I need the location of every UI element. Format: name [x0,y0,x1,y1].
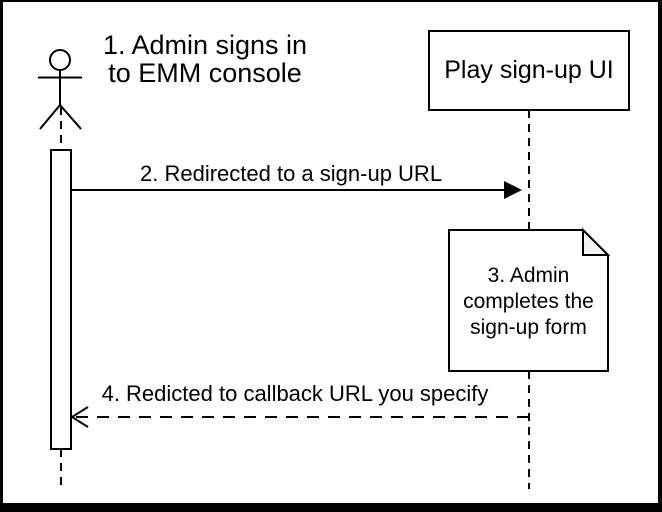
return-arrow-callback [70,406,529,428]
filled-arrowhead-icon [504,181,522,199]
actor-head [49,49,71,71]
actor-admin-icon [38,49,82,130]
actor-right-leg [59,104,82,130]
admin-activation-bar [50,149,72,450]
message-arrow-redirect [72,181,522,199]
note-line3: sign-up form [470,315,587,339]
note-line1: 3. Admin [487,263,570,287]
participant-play-ui-box [428,30,630,111]
note-fold-corner [582,227,611,256]
open-arrowhead-icon [70,406,89,428]
actor-left-leg [39,104,61,130]
participant-play-ui-name: Play sign-up UI [444,56,614,84]
message4-label: 4. Redicted to callback URL you specify [101,381,489,406]
step1-label-line2: to EMM console [108,58,302,88]
participant-play-ui-label: Play sign-up UI [429,31,629,110]
step1-label: 1. Admin signs in to EMM console [85,31,325,87]
note-line2: completes the [463,289,594,313]
note-shape [448,227,611,372]
message2-label: 2. Redirected to a sign-up URL [140,161,443,186]
note-step3-label: 3. Admin completes the sign-up form [449,232,608,371]
step1-label-line1: 1. Admin signs in [102,30,308,60]
